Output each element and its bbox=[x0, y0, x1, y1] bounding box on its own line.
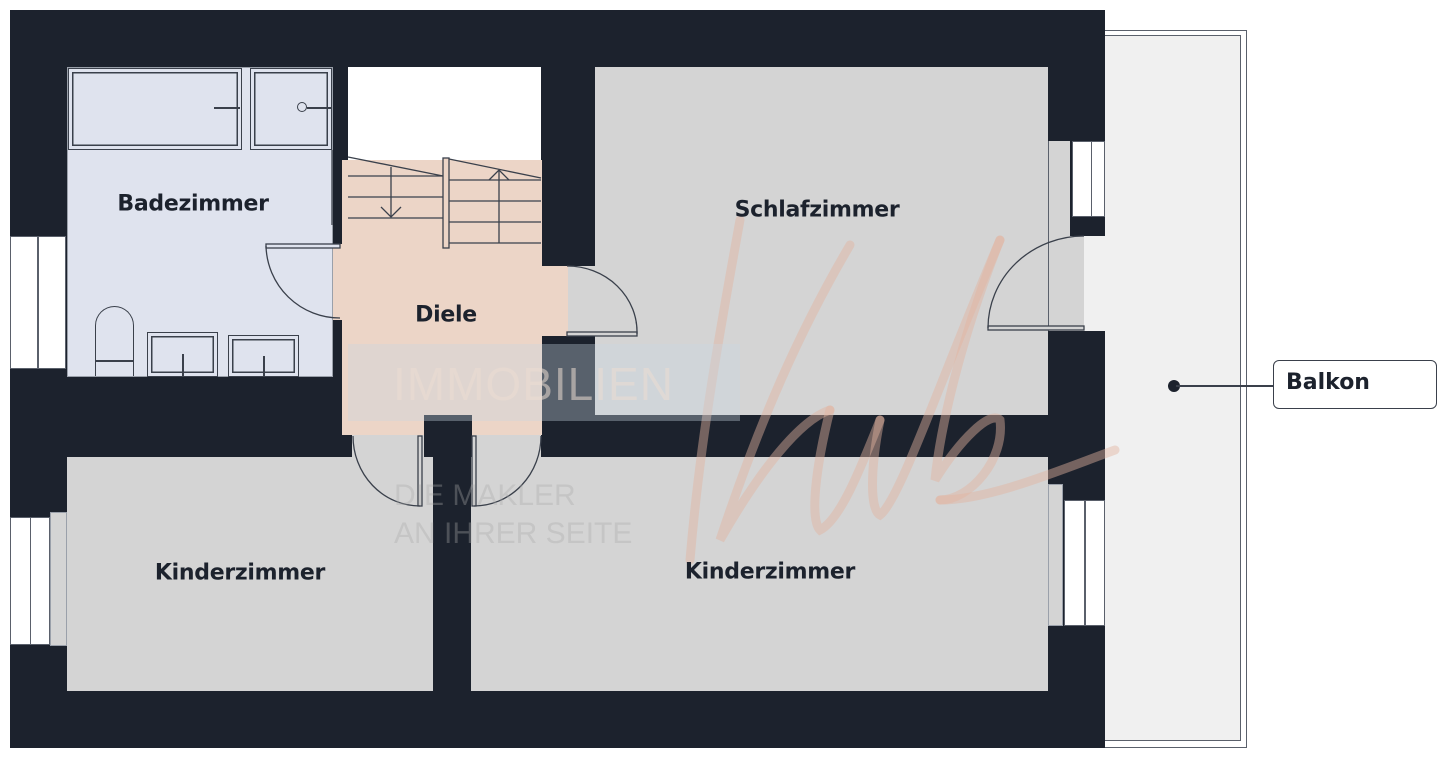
toilet bbox=[95, 306, 134, 376]
watermark-tagline-2: AN IHRER SEITE bbox=[394, 517, 633, 550]
room-diele bbox=[342, 160, 542, 435]
room-schlafzimmer bbox=[595, 67, 1048, 415]
label-badezimmer: Badezimmer bbox=[117, 191, 269, 217]
watermark-band bbox=[348, 344, 740, 421]
watermark-tagline: DIE MAKLER AN IHRER SEITE bbox=[394, 477, 632, 553]
watermark-brand: IMMOBILIEN bbox=[393, 358, 674, 410]
label-kinderzimmer-left: Kinderzimmer bbox=[154, 560, 326, 586]
window bbox=[30, 517, 50, 645]
balcony-callout-line bbox=[1176, 385, 1274, 387]
label-schlafzimmer: Schlafzimmer bbox=[734, 197, 900, 223]
balcony bbox=[1100, 30, 1247, 748]
window bbox=[1064, 500, 1085, 626]
bathtub bbox=[68, 68, 242, 150]
label-kinderzimmer-right: Kinderzimmer bbox=[684, 559, 856, 585]
balcony-callout-dot bbox=[1168, 380, 1180, 392]
room-kinderzimmer-left bbox=[67, 457, 433, 691]
room-kinderzimmer-right bbox=[471, 457, 1048, 691]
window bbox=[38, 236, 66, 369]
window bbox=[1091, 141, 1105, 217]
shower bbox=[250, 68, 332, 150]
label-diele: Diele bbox=[415, 302, 477, 328]
balcony-callout-label: Balkon bbox=[1273, 360, 1437, 409]
window bbox=[10, 236, 38, 369]
window bbox=[1085, 500, 1105, 626]
watermark-tagline-1: DIE MAKLER bbox=[394, 479, 576, 512]
